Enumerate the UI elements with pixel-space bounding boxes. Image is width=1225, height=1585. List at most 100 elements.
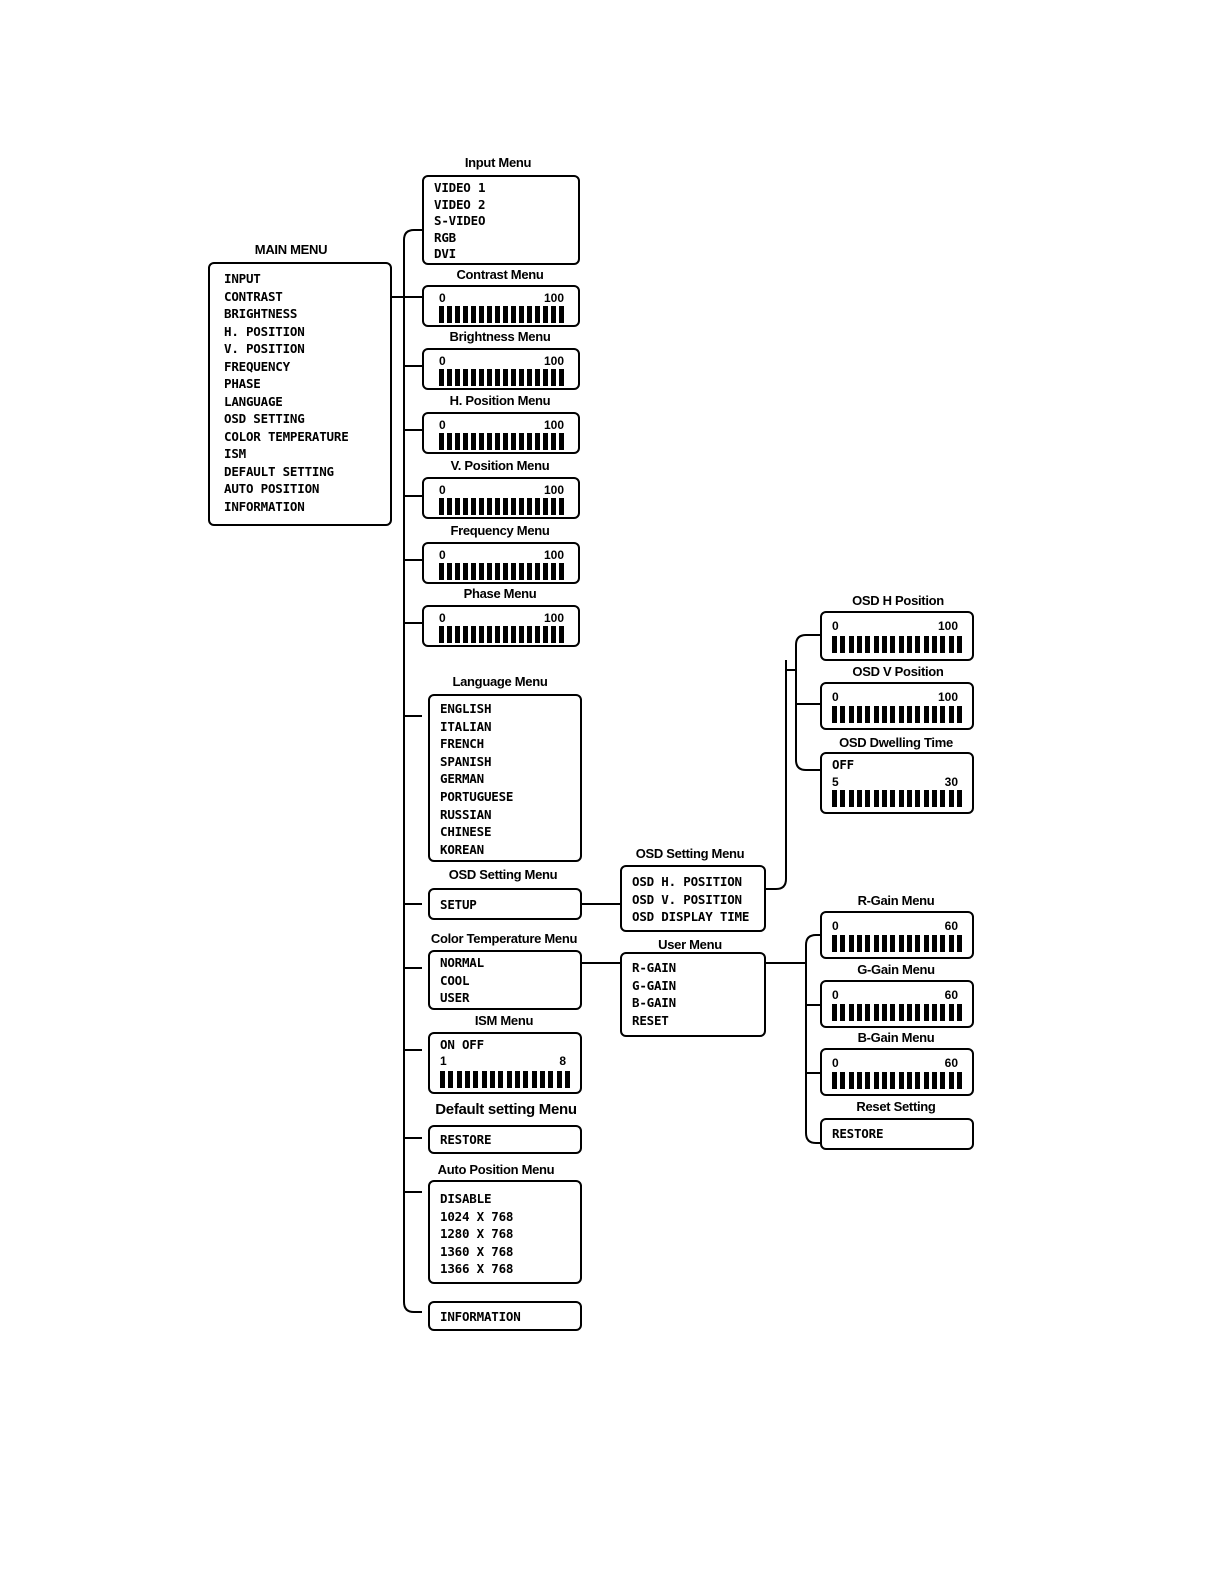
frequency-slider-bar[interactable] [439,563,564,580]
ism-slider-bar[interactable] [440,1071,570,1088]
language-item[interactable]: SPANISH [440,753,492,769]
slider-segment [519,306,524,323]
slider-segment [503,306,508,323]
user-menu-items: R-GAIN G-GAIN B-GAIN RESET [632,959,676,1029]
language-item[interactable]: PORTUGUESE [440,788,514,804]
language-item[interactable]: CHINESE [440,824,492,840]
user-menu-item[interactable]: B-GAIN [632,995,676,1010]
osd-dwelling-slider-bar[interactable] [832,790,962,807]
main-menu-item[interactable]: AUTO POSITION [224,481,320,496]
user-menu-item[interactable]: RESET [632,1012,669,1028]
slider-segment [915,1072,921,1089]
input-menu-item[interactable]: RGB [434,229,456,245]
slider-segment [931,790,937,807]
main-menu-item[interactable]: V. POSITION [224,341,305,356]
slider-segment [832,636,837,653]
slider-segment [487,369,492,386]
slider-segment [559,433,564,450]
slider-segment [898,1072,904,1089]
color-temp-item[interactable]: NORMAL [440,955,484,970]
main-menu-item[interactable]: FREQUENCY [224,358,290,374]
input-menu-item[interactable]: DVI [434,246,456,261]
ism-on-off-option[interactable]: ON OFF [440,1037,484,1052]
slider-segment [495,306,500,323]
setup-item[interactable]: SETUP [440,897,477,912]
input-menu-item[interactable]: S-VIDEO [434,213,486,228]
contrast-slider-bar[interactable] [439,306,564,323]
language-item[interactable]: GERMAN [440,771,484,787]
slider-segment [559,563,564,580]
slider-segment [511,306,516,323]
main-menu-item[interactable]: LANGUAGE [224,393,283,409]
brightness-slider-bar[interactable] [439,369,564,386]
auto-position-item[interactable]: DISABLE [440,1191,492,1206]
slider-segment [479,626,484,643]
language-item[interactable]: ITALIAN [440,718,492,734]
main-menu-item[interactable]: INPUT [224,271,261,286]
slider-segment [471,498,476,515]
input-menu-item[interactable]: VIDEO 2 [434,196,486,212]
main-menu-item[interactable]: COLOR TEMPERATURE [224,428,349,444]
auto-position-item[interactable]: 1360 X 768 [440,1243,514,1259]
r-gain-slider-bar[interactable] [832,935,962,952]
language-item[interactable]: KOREAN [440,841,484,857]
language-menu-box: ENGLISH ITALIAN FRENCH SPANISH GERMAN PO… [428,694,582,862]
osd-v-slider-bar[interactable] [832,706,962,723]
reset-restore-item[interactable]: RESTORE [832,1126,884,1141]
language-item[interactable]: RUSSIAN [440,806,492,822]
slider-segment [455,369,460,386]
hposition-slider-bar[interactable] [439,433,564,450]
restore-item[interactable]: RESTORE [440,1132,492,1147]
information-item[interactable]: INFORMATION [440,1309,521,1324]
main-menu-item[interactable]: INFORMATION [224,498,305,514]
slider-segment [519,369,524,386]
auto-position-item[interactable]: 1280 X 768 [440,1226,514,1241]
user-menu-item[interactable]: R-GAIN [632,960,676,975]
main-menu-item[interactable]: PHASE [224,376,261,391]
slider-segment [856,935,862,952]
osd-sub-item[interactable]: OSD H. POSITION [632,874,742,889]
input-menu-item[interactable]: VIDEO 1 [434,180,486,195]
main-menu-item[interactable]: CONTRAST [224,288,283,304]
slider-segment [832,935,837,952]
osd-dwelling-off-option[interactable]: OFF [832,757,854,772]
auto-position-item[interactable]: 1024 X 768 [440,1208,514,1224]
osd-h-slider-bar[interactable] [832,636,962,653]
color-temp-item[interactable]: USER [440,990,470,1005]
language-item[interactable]: FRENCH [440,736,484,752]
main-menu-item[interactable]: ISM [224,446,246,461]
auto-position-item[interactable]: 1366 X 768 [440,1261,514,1276]
user-menu-item[interactable]: G-GAIN [632,977,676,993]
slider-segment [898,636,904,653]
language-item[interactable]: ENGLISH [440,701,492,716]
osd-sub-item[interactable]: OSD DISPLAY TIME [632,909,750,924]
main-menu-item[interactable]: DEFAULT SETTING [224,463,334,479]
main-menu-item[interactable]: OSD SETTING [224,411,305,426]
osd-sub-item[interactable]: OSD V. POSITION [632,891,742,907]
slider-segment [956,1004,962,1021]
slider-segment [456,1071,462,1088]
phase-slider-bar[interactable] [439,626,564,643]
main-menu-item[interactable]: BRIGHTNESS [224,306,298,321]
b-gain-slider-bar[interactable] [832,1072,962,1089]
main-menu-item[interactable]: H. POSITION [224,323,305,339]
color-temp-item[interactable]: COOL [440,972,470,988]
vposition-slider-bar[interactable] [439,498,564,515]
g-gain-slider-bar[interactable] [832,1004,962,1021]
